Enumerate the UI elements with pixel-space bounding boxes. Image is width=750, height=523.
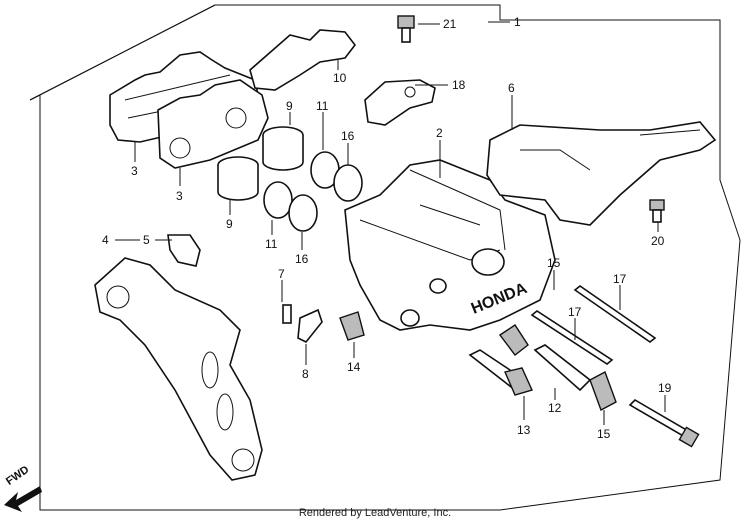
forward-arrow-icon bbox=[4, 486, 42, 512]
callout-11-lower: 11 bbox=[265, 237, 278, 251]
pad-spring bbox=[249, 29, 357, 91]
callout-21: 21 bbox=[443, 17, 457, 31]
callout-10: 10 bbox=[333, 71, 347, 85]
callout-19: 19 bbox=[658, 381, 672, 395]
sleeve-15-upper bbox=[498, 324, 529, 356]
seal-16-upper bbox=[333, 164, 363, 202]
sleeve-13 bbox=[468, 349, 533, 396]
caliper-cover bbox=[486, 121, 717, 226]
callout-15-lower: 15 bbox=[597, 427, 611, 441]
leader-lines bbox=[115, 21, 666, 425]
callout-14: 14 bbox=[347, 360, 361, 374]
bolt-20 bbox=[649, 199, 665, 223]
seal-11-lower bbox=[263, 181, 293, 219]
callout-9-lower: 9 bbox=[226, 217, 233, 231]
caliper-body: HONDA bbox=[344, 159, 556, 331]
bleeder-screw bbox=[282, 304, 292, 324]
brake-pad-front bbox=[157, 79, 269, 169]
callout-16-lower: 16 bbox=[295, 252, 309, 266]
callout-11-upper: 11 bbox=[316, 99, 329, 113]
callout-4: 4 bbox=[102, 233, 109, 247]
piston-upper bbox=[262, 126, 304, 171]
pad-retainer-plate bbox=[364, 79, 436, 126]
footer-credit: Rendered by LeadVenture, Inc. bbox=[298, 507, 452, 519]
sleeve-12 bbox=[533, 344, 592, 392]
pad-clip bbox=[167, 234, 201, 267]
callout-18: 18 bbox=[452, 78, 466, 92]
callout-17-lower: 17 bbox=[568, 305, 582, 319]
pin-17-lower bbox=[530, 310, 614, 365]
piston-lower bbox=[217, 156, 259, 201]
callout-15-upper: 15 bbox=[547, 256, 561, 270]
callout-3-front: 3 bbox=[176, 189, 183, 203]
callout-16-upper: 16 bbox=[341, 129, 355, 143]
callout-5: 5 bbox=[143, 233, 150, 247]
callout-6: 6 bbox=[508, 81, 515, 95]
boot-14 bbox=[339, 311, 365, 341]
boot-15-lower bbox=[589, 371, 617, 411]
bolt-21 bbox=[397, 15, 415, 43]
callout-3-rear: 3 bbox=[131, 164, 138, 178]
callout-17-upper: 17 bbox=[613, 272, 627, 286]
bleeder-cap bbox=[297, 308, 323, 344]
caliper-bracket bbox=[94, 257, 263, 481]
callout-7: 7 bbox=[278, 267, 285, 281]
callout-9-upper: 9 bbox=[286, 99, 293, 113]
callout-12: 12 bbox=[548, 401, 562, 415]
callout-1: 1 bbox=[514, 15, 521, 29]
callout-2: 2 bbox=[436, 126, 443, 140]
callout-13: 13 bbox=[517, 423, 531, 437]
pin-17-upper bbox=[573, 285, 657, 343]
seal-16-lower bbox=[288, 194, 318, 232]
callout-8: 8 bbox=[302, 367, 309, 381]
callout-20: 20 bbox=[651, 234, 665, 248]
bolt-19 bbox=[628, 398, 700, 448]
